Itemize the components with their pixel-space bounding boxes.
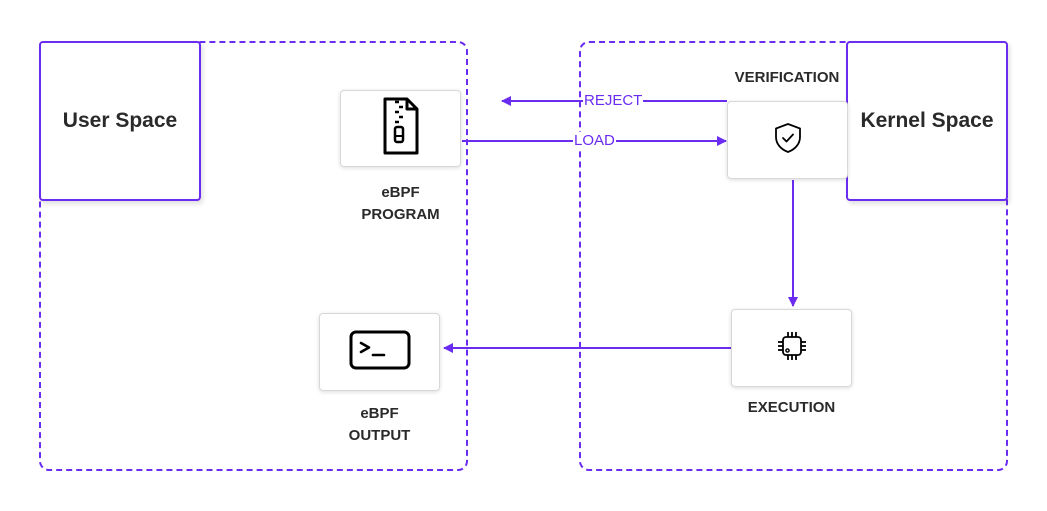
ebpf-program-caption: eBPF PROGRAM <box>340 182 461 226</box>
ebpf-program-caption-line1: eBPF <box>381 184 420 201</box>
shield-check-icon <box>772 121 804 160</box>
kernel-space-region <box>579 41 1008 471</box>
ebpf-output-node <box>319 313 440 391</box>
cpu-chip-icon <box>774 328 810 369</box>
user-space-label: User Space <box>39 41 201 201</box>
ebpf-output-caption: eBPF OUTPUT <box>319 403 440 447</box>
verification-caption: VERIFICATION <box>734 69 840 86</box>
kernel-space-label: Kernel Space <box>846 41 1008 201</box>
reject-label: REJECT <box>583 92 644 110</box>
terminal-icon <box>349 330 411 375</box>
ebpf-program-caption-line2: PROGRAM <box>361 206 440 223</box>
verification-node <box>727 101 848 179</box>
ebpf-program-node <box>340 90 461 167</box>
user-space-region <box>39 41 468 471</box>
execution-caption: EXECUTION <box>747 399 836 416</box>
load-label: LOAD <box>573 132 616 150</box>
ebpf-output-caption-line2: OUTPUT <box>348 427 411 444</box>
zip-file-icon <box>381 96 421 161</box>
execution-node <box>731 309 852 387</box>
ebpf-output-caption-line1: eBPF <box>360 405 399 422</box>
